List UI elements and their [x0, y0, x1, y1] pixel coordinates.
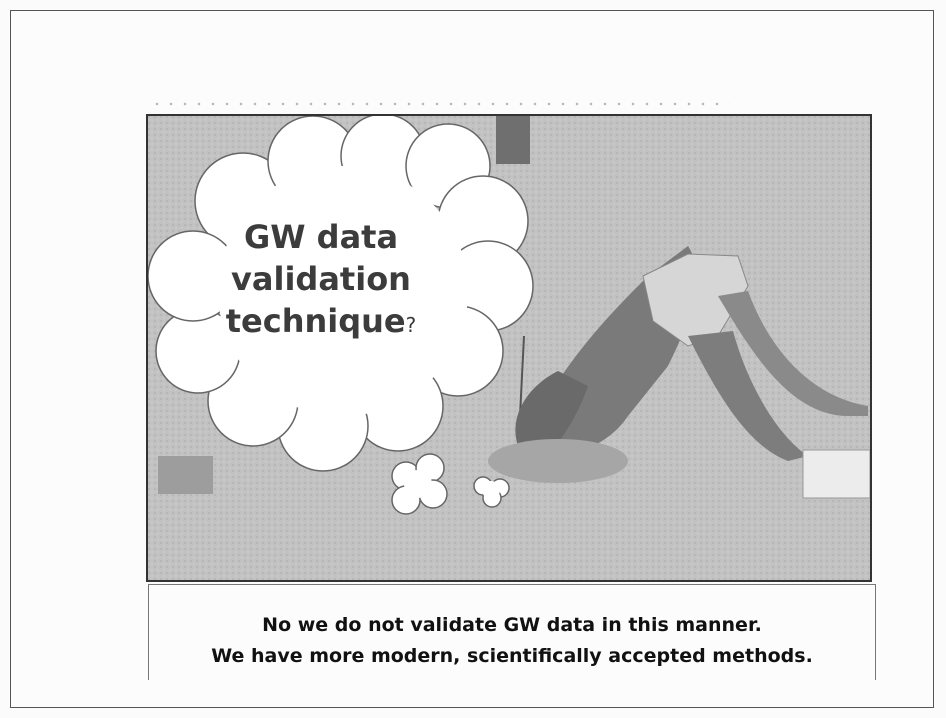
rock: [158, 456, 213, 494]
bubble-word: technique: [225, 302, 406, 340]
bubble-line-2: validation: [231, 260, 411, 298]
caption-line-1: No we do not validate GW data in this ma…: [262, 614, 762, 636]
thought-dot-large: [391, 453, 448, 515]
question-mark: ?: [405, 313, 417, 337]
person-leg: [718, 291, 868, 416]
bubble-line-3: technique?: [196, 300, 446, 346]
dotted-rule: [150, 100, 730, 108]
rod: [519, 335, 525, 417]
caption-box: No we do not validate GW data in this ma…: [148, 584, 876, 680]
photo: [146, 114, 872, 582]
bubble-text: GW data validation technique?: [196, 216, 446, 346]
post: [496, 116, 530, 164]
caption-line-2: We have more modern, scientifically acce…: [211, 645, 813, 667]
thought-bubble: [148, 116, 534, 472]
person-arms: [515, 371, 588, 461]
sand-mound: [488, 439, 628, 483]
thought-dot-small: [473, 476, 510, 508]
person-leg: [688, 331, 808, 461]
container: [802, 449, 870, 499]
bubble-line-1: GW data: [243, 218, 399, 256]
photo-illustration: [148, 116, 870, 580]
